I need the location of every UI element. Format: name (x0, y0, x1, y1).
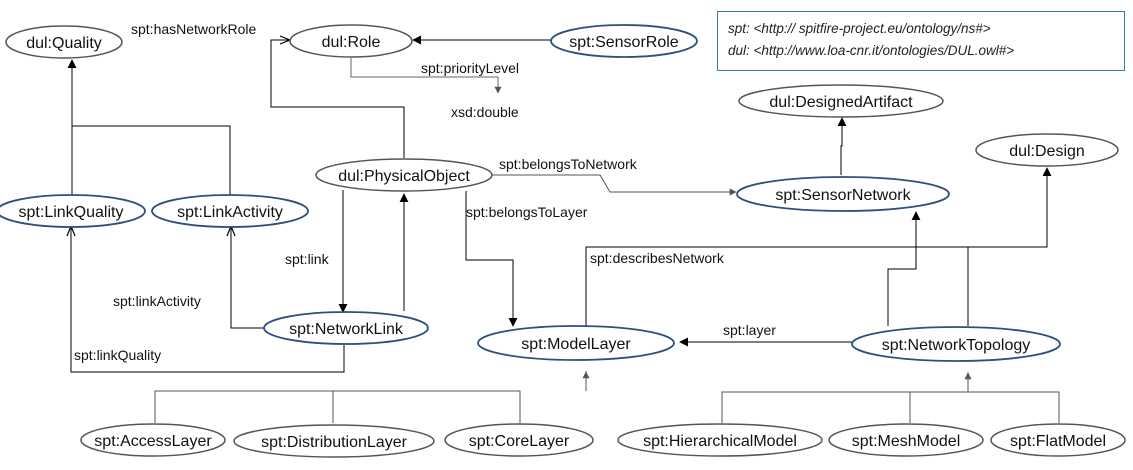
edge-labels: spt:hasNetworkRole spt:priorityLevel spt… (74, 21, 776, 363)
node-label: spt:LinkActivity (177, 204, 283, 221)
edge-layers-subclass (154, 371, 587, 423)
edge-linkquality-subclass (71, 125, 231, 196)
node-spt-sensorrole[interactable]: spt:SensorRole (550, 24, 698, 58)
edge-label-belongstonetwork: spt:belongsToNetwork (499, 156, 638, 172)
node-label: spt:ModelLayer (521, 336, 631, 353)
edge-label-describesnetwork: spt:describesNetwork (590, 250, 725, 266)
edges (71, 40, 1060, 423)
node-label: spt:FlatModel (1010, 433, 1106, 450)
node-spt-sensornetwork[interactable]: spt:SensorNetwork (736, 176, 950, 212)
node-spt-linkactivity[interactable]: spt:LinkActivity (151, 194, 309, 228)
edge-label-hasnetworkrole: spt:hasNetworkRole (131, 21, 256, 37)
node-dul-physicalobject[interactable]: dul:PhysicalObject (315, 158, 493, 192)
node-spt-accesslayer[interactable]: spt:AccessLayer (80, 423, 226, 457)
edge-models-subclass (721, 372, 1060, 423)
node-label: spt:SensorRole (569, 34, 678, 51)
node-spt-linkquality[interactable]: spt:LinkQuality (0, 194, 146, 228)
edge-prioritylevel (350, 58, 502, 94)
node-label: spt:DistributionLayer (261, 434, 408, 451)
edge-linkquality (71, 227, 345, 373)
edge-label-linkquality: spt:linkQuality (74, 347, 161, 363)
namespace-legend: spt: <http:// spitfire-project.eu/ontolo… (717, 11, 1125, 71)
node-label: dul:Role (322, 34, 381, 51)
node-label: spt:SensorNetwork (775, 187, 911, 204)
edge-sensornetwork-designedartifact (837, 117, 847, 175)
node-spt-meshmodel[interactable]: spt:MeshModel (828, 423, 984, 457)
edge-describesnetwork (585, 167, 1052, 326)
node-xsd-double: xsd:double (451, 104, 519, 120)
node-label: dul:Design (1009, 143, 1085, 160)
node-dul-design[interactable]: dul:Design (975, 133, 1119, 167)
edge-belongstolayer (465, 191, 518, 327)
node-spt-corelayer[interactable]: spt:CoreLayer (444, 423, 594, 457)
node-dul-quality[interactable]: dul:Quality (5, 25, 123, 59)
node-spt-distributionlayer[interactable]: spt:DistributionLayer (233, 424, 435, 458)
edge-label-belongstolayer: spt:belongsToLayer (466, 204, 588, 220)
node-label: dul:PhysicalObject (338, 168, 470, 185)
node-spt-flatmodel[interactable]: spt:FlatModel (990, 423, 1126, 457)
edge-hasnetworkrole (270, 40, 405, 158)
node-label: spt:LinkQuality (19, 204, 124, 221)
edge-networktopology-sensornetwork (887, 211, 921, 326)
node-label: spt:MeshModel (852, 433, 961, 450)
edge-label-prioritylevel: spt:priorityLevel (421, 60, 519, 76)
node-label: spt:NetworkTopology (882, 337, 1031, 354)
node-label: spt:NetworkLink (289, 321, 404, 338)
edge-label-linkactivity: spt:linkActivity (113, 293, 201, 309)
node-spt-hierarchicalmodel[interactable]: spt:HierarchicalModel (617, 423, 823, 457)
edge-belongstonetwork (491, 174, 737, 196)
node-label: spt:AccessLayer (94, 433, 212, 450)
node-label: dul:Quality (26, 35, 102, 52)
namespace-dul: dul: <http://www.loa-cnr.it/ontologies/D… (728, 43, 1015, 58)
edge-linkactivity (231, 227, 265, 329)
edge-label-layer: spt:layer (723, 322, 776, 338)
nodes: dul:Quality dul:Role spt:SensorRole xsd:… (0, 24, 1126, 458)
node-dul-designedartifact[interactable]: dul:DesignedArtifact (738, 84, 944, 118)
node-dul-role[interactable]: dul:Role (289, 24, 413, 58)
node-spt-networklink[interactable]: spt:NetworkLink (263, 311, 429, 345)
node-label: spt:HierarchicalModel (643, 433, 797, 450)
namespace-spt: spt: <http:// spitfire-project.eu/ontolo… (728, 21, 991, 36)
node-label: dul:DesignedArtifact (769, 94, 913, 111)
edge-label-link: spt:link (285, 251, 330, 267)
node-spt-networktopology[interactable]: spt:NetworkTopology (851, 326, 1061, 362)
node-label: spt:CoreLayer (469, 433, 570, 450)
node-spt-modellayer[interactable]: spt:ModelLayer (477, 325, 675, 361)
